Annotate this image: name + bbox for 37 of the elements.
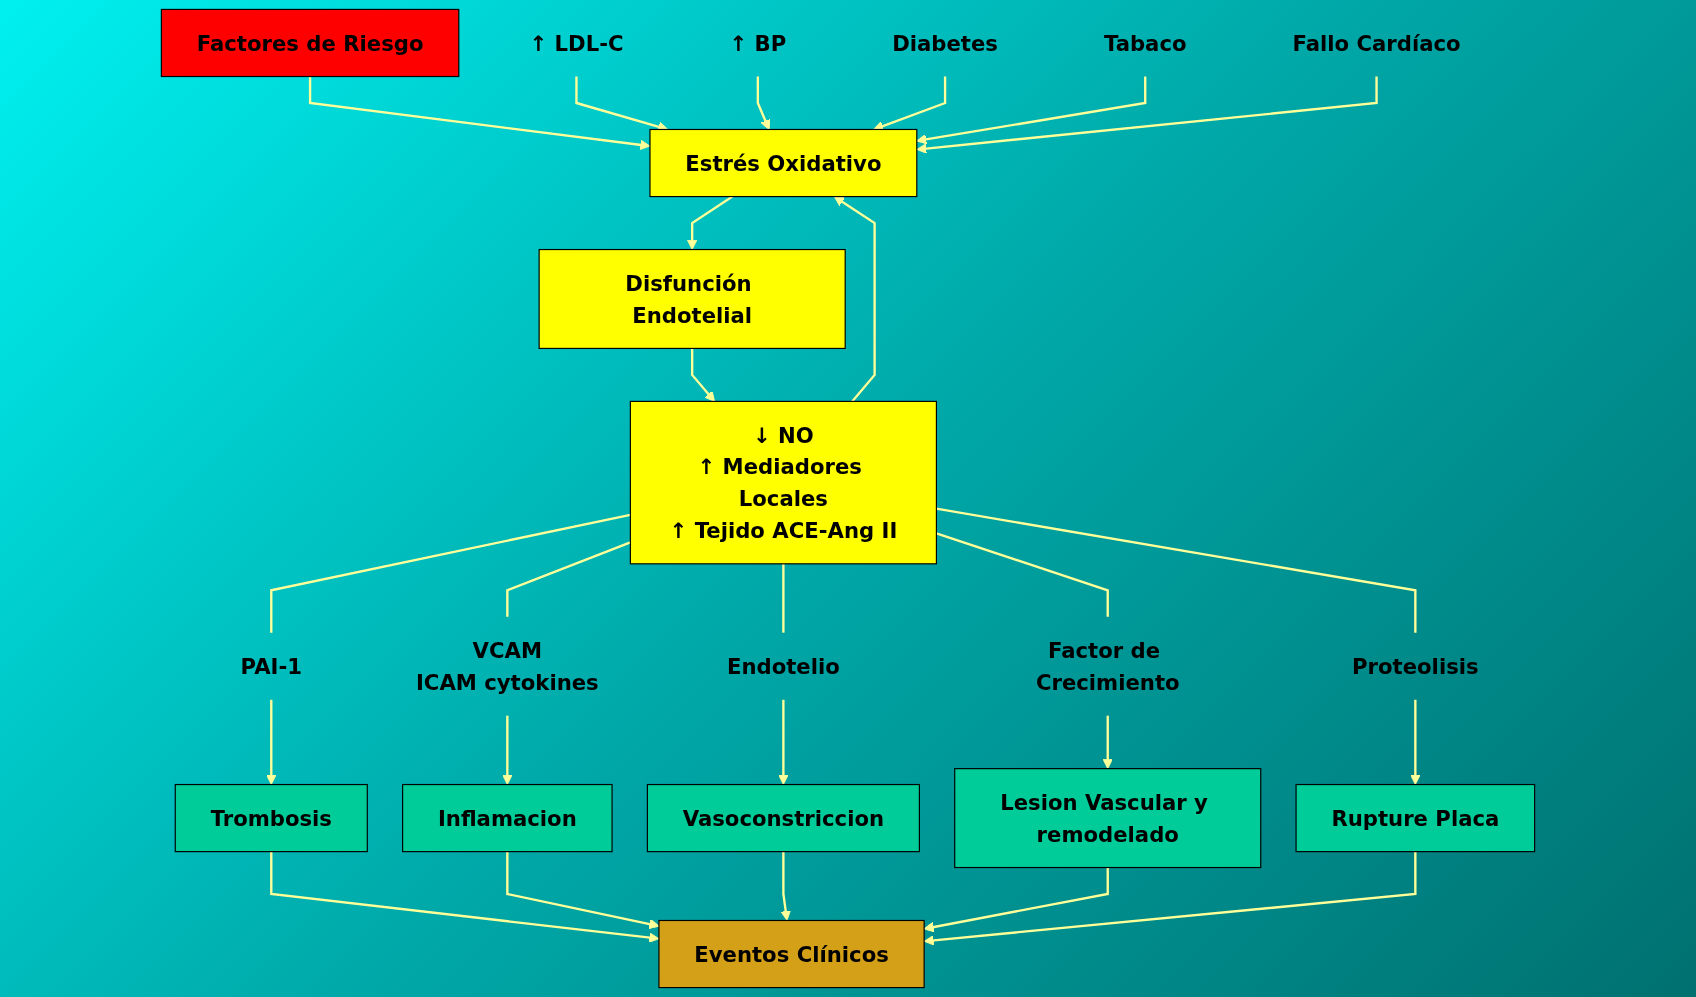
connector (506, 541, 631, 617)
arrow (916, 76, 1147, 145)
node-box: Disfunción Endotelial (538, 248, 846, 349)
arrow (687, 195, 734, 250)
node-box: Eventos Clínicos (658, 919, 925, 989)
arrow (1410, 699, 1421, 785)
arrow (691, 348, 716, 402)
node-text: ↑ LDL-C (529, 30, 624, 56)
node-text: Factor de Crecimiento (1035, 637, 1180, 695)
arrow (916, 76, 1378, 154)
arrow (502, 715, 513, 785)
connector (936, 532, 1109, 617)
arrow (833, 196, 876, 403)
arrow (780, 851, 791, 921)
arrow (1102, 715, 1113, 770)
node-box: Vasoconstriccion (646, 783, 920, 853)
node-text: ↑ BP (729, 30, 787, 56)
node-text: PAI-1 (240, 653, 302, 679)
node-box: Rupture Placa (1295, 783, 1536, 853)
node-text: VCAM ICAM cytokines (415, 637, 599, 695)
node-text: Endotelio (726, 653, 840, 679)
connector (936, 507, 1417, 633)
node-text: Diabetes (892, 30, 998, 56)
connector (270, 513, 631, 633)
node-text: Proteolisis (1352, 653, 1479, 679)
connector (782, 563, 785, 633)
arrow (266, 699, 277, 785)
node-box: ↓ NO ↑ Mediadores Locales ↑ Tejido ACE-Ang II (629, 400, 937, 565)
node-box: Trombosis (174, 783, 368, 853)
arrow (778, 699, 789, 785)
node-box: Factores de Riesgo (160, 8, 460, 78)
node-text: Fallo Cardíaco (1292, 30, 1461, 56)
node-box: Estrés Oxidativo (649, 128, 918, 198)
node-box: Inflamacion (402, 783, 613, 853)
arrow (756, 76, 771, 130)
node-box: Lesion Vascular y remodelado (954, 768, 1262, 869)
node-text: Tabaco (1103, 30, 1187, 56)
